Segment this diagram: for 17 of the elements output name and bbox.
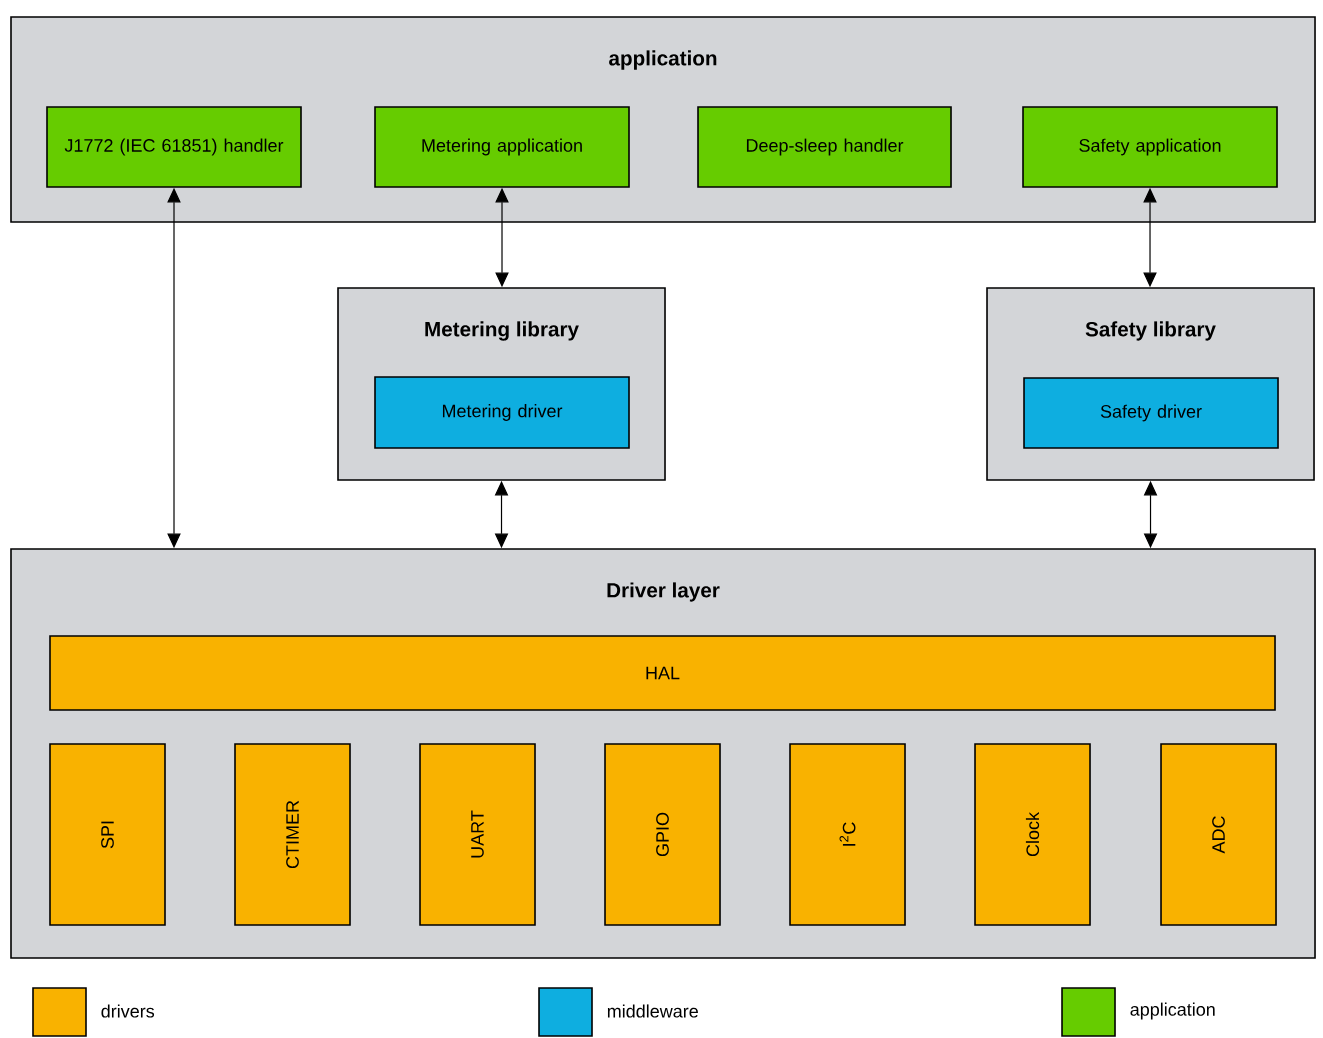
driver-box: Clock	[974, 743, 1091, 926]
middleware-box: Safety driver	[1023, 377, 1279, 449]
driver-box: I$^{2}$C	[789, 743, 906, 926]
legend-label: middleware	[607, 1004, 698, 1018]
application-box: Metering application	[374, 106, 630, 188]
driver-box: GPIO	[604, 743, 721, 926]
application-box: J1772 (IEC 61851) handler	[46, 106, 302, 188]
driver-box: UART	[419, 743, 536, 926]
hal-bar: HAL	[49, 635, 1276, 711]
driver-box: SPI	[49, 743, 166, 926]
legend-label: drivers	[101, 1004, 155, 1018]
middleware-box: Metering driver	[374, 376, 630, 449]
legend-label: application	[1130, 1002, 1215, 1020]
driver-box: CTIMER	[234, 743, 351, 926]
application-box: Safety application	[1022, 106, 1278, 188]
application-box: Deep-sleep handler	[697, 106, 952, 188]
driver-box: ADC	[1160, 743, 1277, 926]
